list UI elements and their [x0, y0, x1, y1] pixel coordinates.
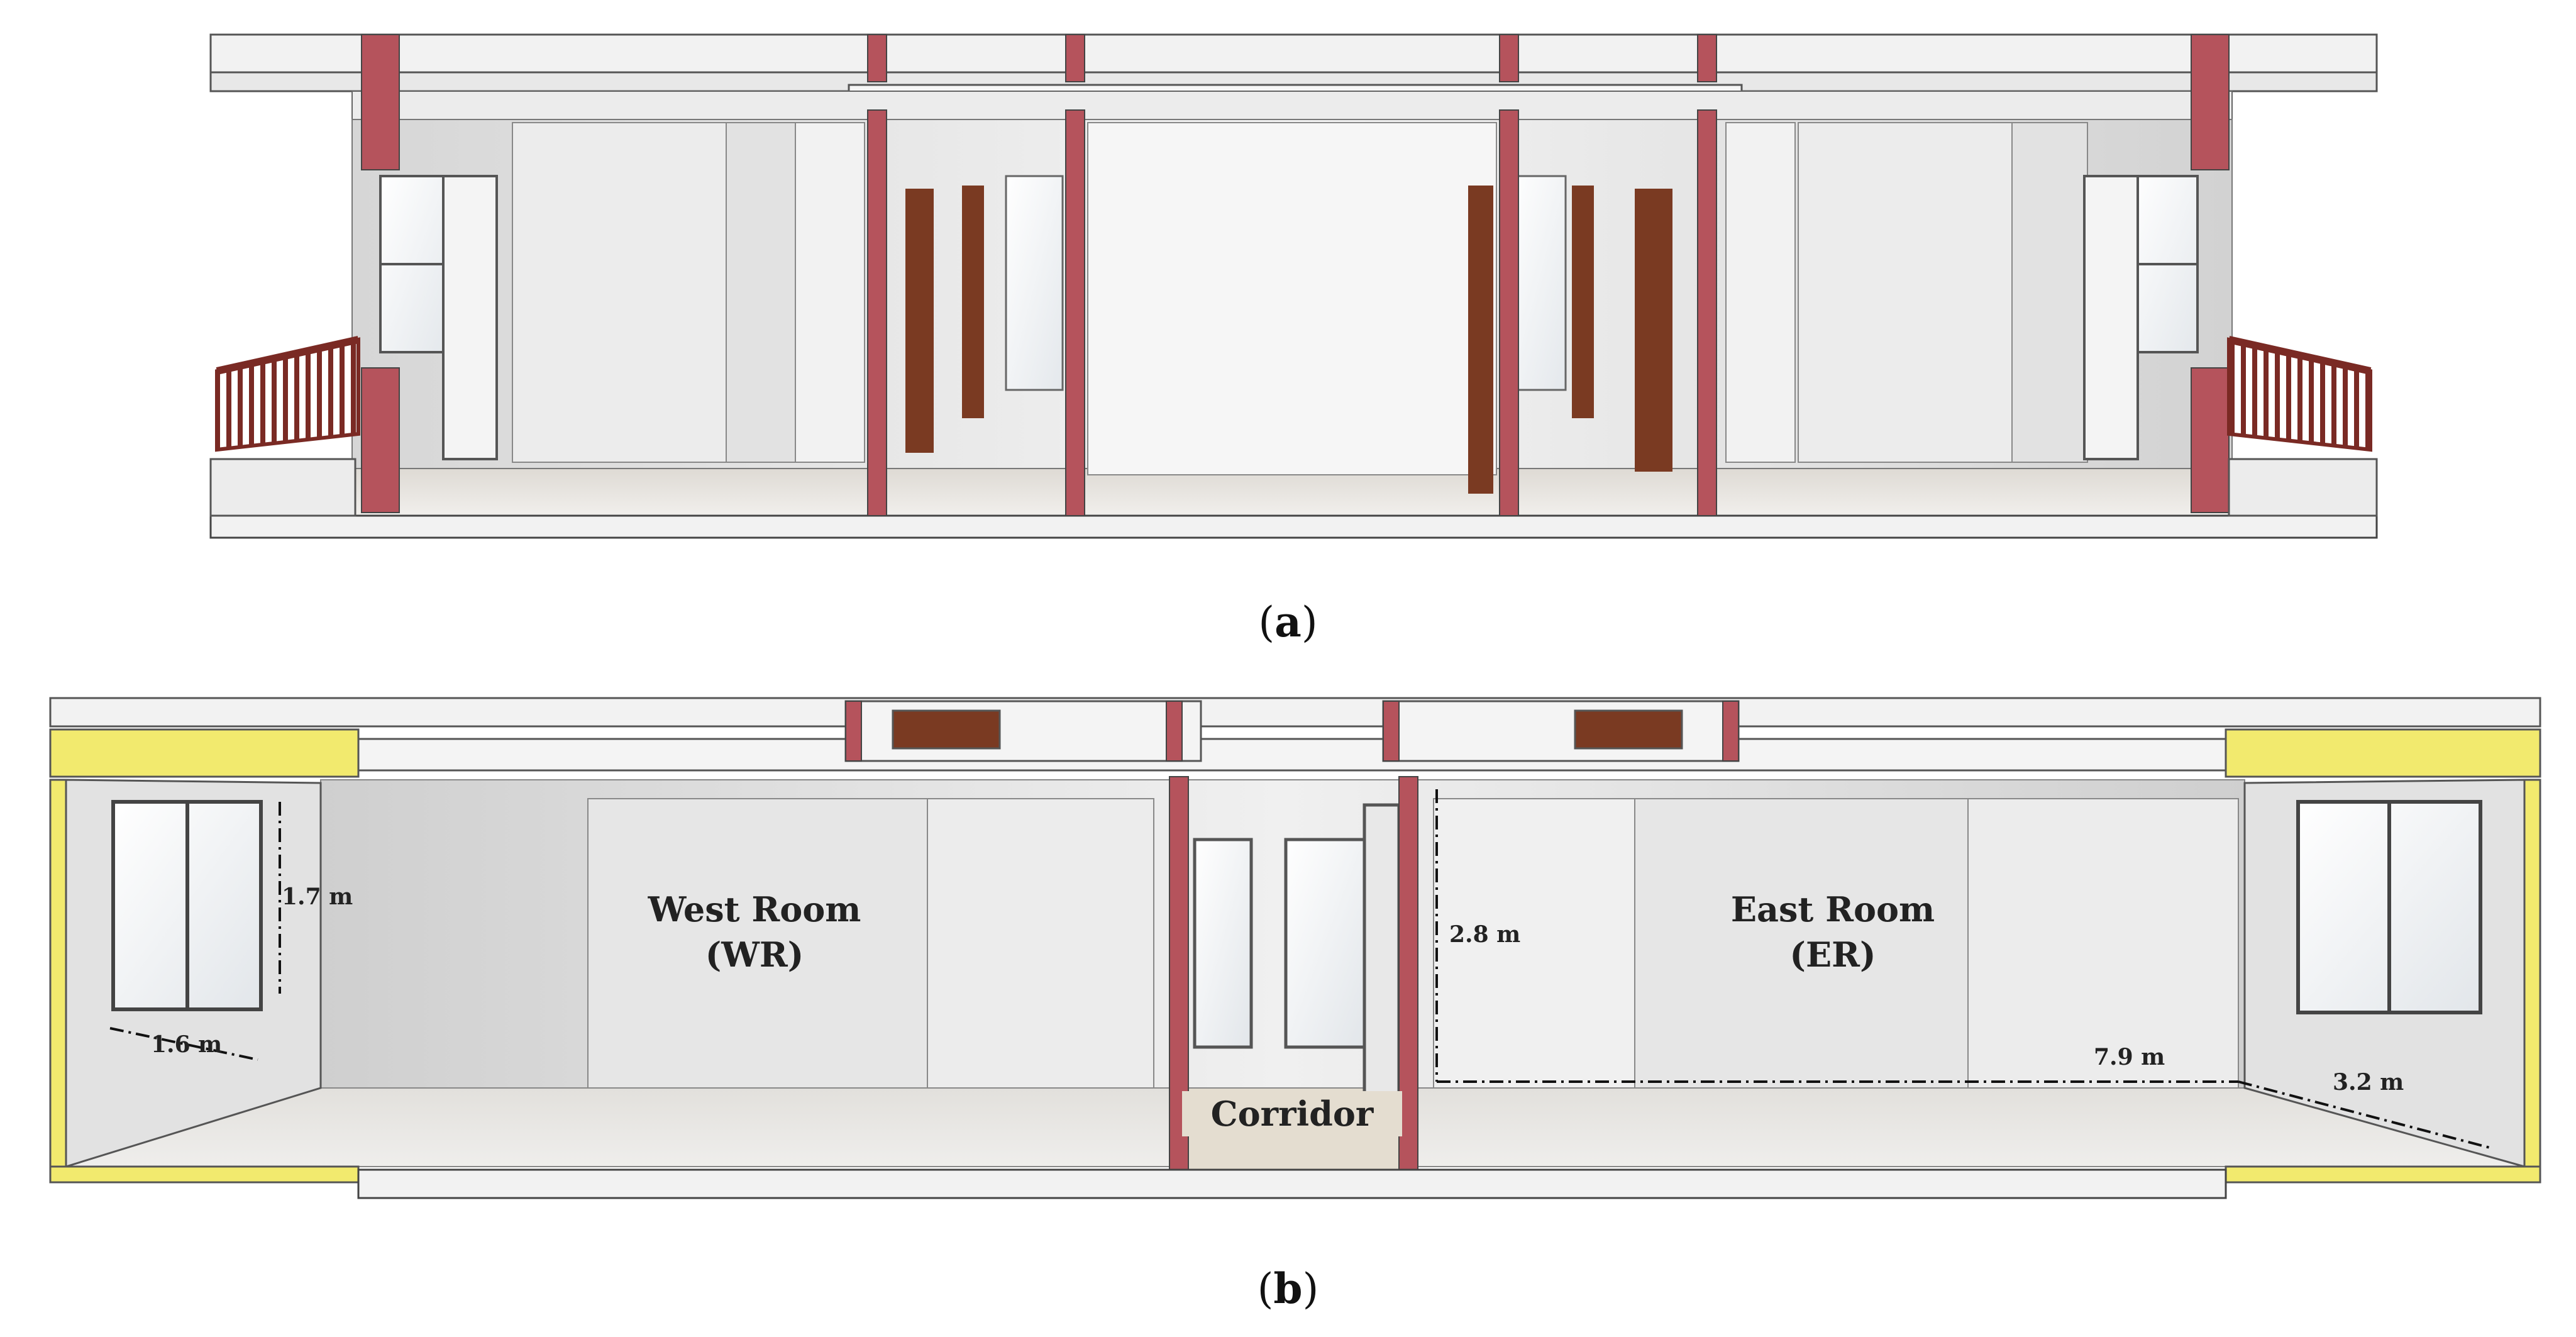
corridor-label: Corridor	[1182, 1091, 1402, 1136]
east-room-name: East Room	[1730, 889, 1935, 929]
room-width-label: 3.2 m	[2333, 1069, 2404, 1096]
caption-a-letter: a	[1274, 597, 1302, 646]
panel-a-roof	[209, 33, 2378, 121]
window-width-label: 1.6 m	[151, 1031, 223, 1058]
west-room-label: West Room (WR)	[629, 887, 880, 977]
panel-b-corridor-windows	[1193, 803, 1401, 1121]
panel-b-dimension-lines	[109, 789, 2490, 1149]
caption-b: (b)	[1257, 1264, 1319, 1313]
room-height-label: 2.8 m	[1449, 921, 1521, 948]
caption-a: (a)	[1258, 597, 1318, 646]
panel-a-railings	[215, 336, 2372, 452]
panel-b-floor-slab	[357, 1168, 2227, 1199]
panel-a-floor-slab	[209, 514, 2378, 539]
east-room-label: East Room (ER)	[1707, 887, 1959, 977]
panel-b-roof	[49, 697, 2541, 778]
west-room-name: West Room	[648, 889, 861, 929]
caption-b-letter: b	[1273, 1264, 1303, 1313]
east-room-abbr: (ER)	[1789, 935, 1876, 975]
window-height-label: 1.7 m	[282, 884, 353, 910]
panel-a-windows	[379, 175, 2199, 460]
panel-a-interior-panels	[512, 122, 2088, 475]
west-room-abbr: (WR)	[705, 935, 804, 975]
room-length-label: 7.9 m	[2094, 1044, 2165, 1070]
panel-a-balconies	[209, 458, 2378, 517]
panel-b-wall-panels	[587, 798, 2239, 1089]
panel-b-room-windows	[111, 800, 2482, 1014]
panel-a-partition-walls	[361, 34, 2230, 516]
